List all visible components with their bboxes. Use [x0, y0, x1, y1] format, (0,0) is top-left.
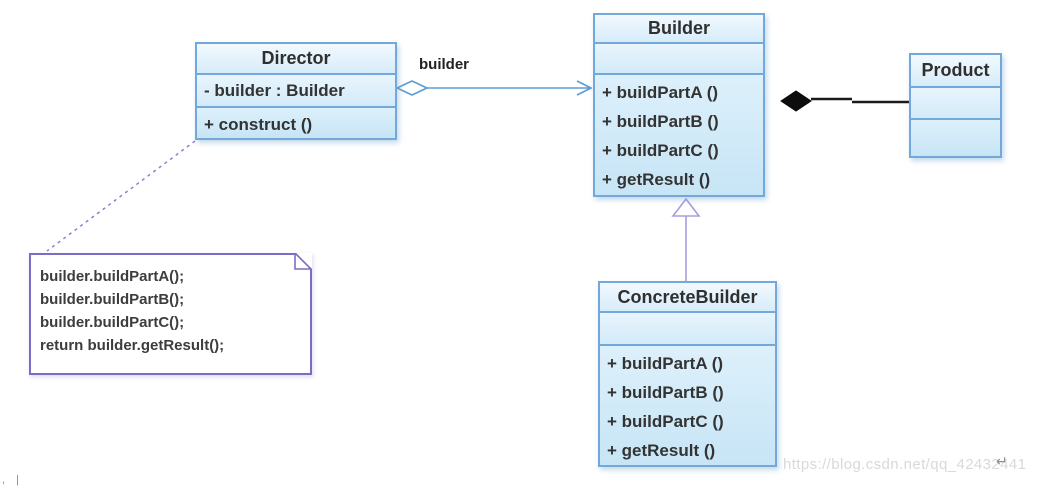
- aggregation-arrowhead: [576, 80, 593, 96]
- uml-note: builder.buildPartA(); builder.buildPartB…: [29, 253, 312, 375]
- corner-artifact-marks: , |: [2, 474, 23, 486]
- composition-line: [811, 97, 909, 104]
- method-row: + buildPartC (): [602, 141, 719, 160]
- method-row: + buildPartC (): [607, 412, 724, 431]
- class-director-methods: + construct (): [197, 108, 395, 138]
- class-concretebuilder: ConcreteBuilder + buildPartA () + buildP…: [598, 281, 777, 467]
- class-builder-methods: + buildPartA () + buildPartB () + buildP…: [595, 75, 763, 195]
- class-builder: Builder + buildPartA () + buildPartB () …: [593, 13, 765, 197]
- note-code-line: builder.buildPartC();: [40, 314, 185, 331]
- method-row: + construct (): [204, 115, 313, 134]
- class-product-name: Product: [911, 55, 1000, 88]
- class-concretebuilder-methods: + buildPartA () + buildPartB () + buildP…: [600, 346, 775, 465]
- class-product-attributes: [911, 88, 1000, 120]
- note-code-line: builder.buildPartA();: [40, 268, 185, 285]
- class-concretebuilder-name: ConcreteBuilder: [600, 283, 775, 313]
- method-row: + buildPartB (): [607, 383, 724, 402]
- class-builder-attributes: [595, 44, 763, 75]
- composition-diamond: [780, 90, 812, 112]
- method-row: + buildPartB (): [602, 112, 719, 131]
- aggregation-role-label: builder: [419, 56, 470, 73]
- class-director-name: Director: [197, 44, 395, 75]
- csdn-watermark: https://blog.csdn.net/qq_42432441: [783, 456, 1027, 473]
- method-row: + getResult (): [602, 170, 711, 189]
- class-director-attributes: - builder : Builder: [197, 75, 395, 108]
- attribute-row: - builder : Builder: [204, 80, 345, 100]
- aggregation-diamond: [395, 80, 429, 96]
- method-row: + getResult (): [607, 441, 716, 460]
- inheritance-triangle: [671, 197, 701, 217]
- method-row: + buildPartA (): [602, 83, 719, 102]
- note-code-line: builder.buildPartB();: [40, 291, 185, 308]
- note-fold-corner-icon: [294, 253, 312, 270]
- class-product-methods: [911, 120, 1000, 156]
- class-product: Product: [909, 53, 1002, 158]
- note-link-dashed-line: [46, 140, 196, 252]
- class-builder-name: Builder: [595, 15, 763, 44]
- carriage-return-icon: ↵: [996, 453, 1008, 469]
- note-code-line: return builder.getResult();: [40, 337, 225, 354]
- class-director: Director - builder : Builder + construct…: [195, 42, 397, 140]
- class-concretebuilder-attributes: [600, 313, 775, 346]
- method-row: + buildPartA (): [607, 354, 724, 373]
